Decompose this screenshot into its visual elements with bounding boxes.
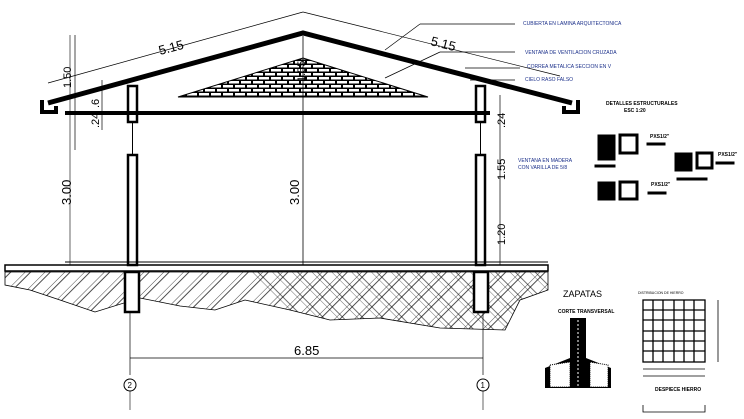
axis-right-label: 1	[481, 381, 486, 390]
details-scale: ESC 1:20	[624, 108, 646, 114]
dim-height-left: 3.00	[59, 180, 74, 205]
rebar-label-b: PXS1/2"	[718, 152, 738, 158]
footings-title: ZAPATAS	[563, 289, 602, 299]
column-left	[123, 84, 141, 314]
dim-height-center: 3.00	[287, 180, 302, 205]
floor-slab	[4, 264, 549, 272]
label-purlin: CORREA METALICA SECCION EN V	[527, 64, 612, 70]
label-ceiling: CIELO RASO FALSO	[525, 77, 573, 83]
section-label: CORTE TRANSVERSAL	[558, 309, 614, 315]
dim-eave-height: 1.50	[62, 67, 74, 88]
dim-small-left-a: .6	[90, 99, 102, 108]
dim-span: 6.85	[294, 343, 319, 358]
details-title: DETALLES ESTRUCTURALES	[606, 101, 678, 107]
axis-left-label: 2	[128, 381, 133, 390]
rebar-label-a: PXS1/2"	[650, 134, 670, 140]
dim-window-height: 1.55	[496, 159, 508, 180]
rebar-cut-label: DESPIECE HIERRO	[655, 387, 701, 393]
dim-small-right: .24	[496, 113, 508, 128]
rebar-label-c: PXS1/2"	[651, 182, 671, 188]
dim-small-left-b: .24	[90, 113, 102, 128]
footing-section	[545, 318, 611, 388]
rebar-distribution-label: DISTRIBUCION DE HIERRO	[638, 291, 684, 295]
dim-slope-left: 5.15	[157, 37, 185, 58]
dim-slope-right: 5.15	[429, 33, 457, 54]
label-roof: CUBIERTA EN LAMINA ARQUITECTONICA	[523, 21, 622, 27]
rebar-grid	[642, 299, 719, 377]
callout-leaders	[384, 23, 520, 81]
column-section-details	[594, 133, 735, 201]
label-window-2: CON VARILLA DE 5/8	[518, 165, 567, 171]
label-vent: VENTANA DE VENTILACION CRUZADA	[525, 50, 617, 56]
column-right	[472, 84, 490, 314]
dimension-lines	[47, 11, 561, 375]
soil-hatch	[4, 271, 549, 331]
dim-gable-height: 1.55	[296, 61, 308, 82]
label-window-1: VENTANA EN MADERA	[518, 158, 573, 164]
dim-sill-height: 1.20	[496, 224, 508, 245]
